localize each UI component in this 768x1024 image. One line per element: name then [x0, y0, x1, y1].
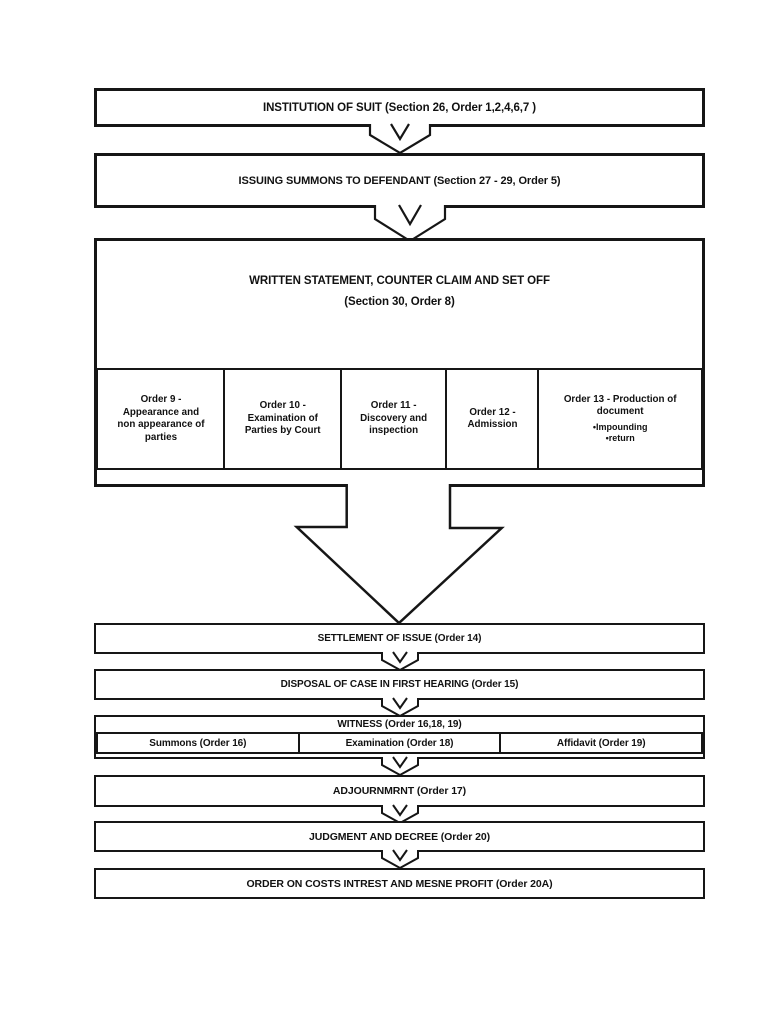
- written-statement-title: WRITTEN STATEMENT, COUNTER CLAIM AND SET…: [249, 275, 550, 287]
- return-bullet: •return: [605, 433, 635, 443]
- judgment-decree-box: JUDGMENT AND DECREE (Order 20): [94, 821, 705, 852]
- institution-of-suit-box: INSTITUTION OF SUIT (Section 26, Order 1…: [94, 88, 705, 127]
- issuing-summons-label: ISSUING SUMMONS TO DEFENDANT (Section 27…: [238, 174, 561, 187]
- witness-summons-cell: Summons (Order 16): [96, 732, 300, 754]
- down-arrow-icon: [381, 756, 419, 777]
- order-on-costs-label: ORDER ON COSTS INTREST AND MESNE PROFIT …: [246, 877, 553, 890]
- witness-header: WITNESS (Order 16,18, 19): [337, 719, 462, 730]
- down-arrow-icon: [381, 849, 419, 870]
- witness-affidavit-cell: Affidavit (Order 19): [499, 732, 704, 754]
- order-12-box: Order 12 - Admission: [445, 368, 540, 470]
- orders-row: Order 9 - Appearance and non appearance …: [96, 368, 703, 470]
- down-arrow-icon: [368, 123, 432, 155]
- order-on-costs-box: ORDER ON COSTS INTREST AND MESNE PROFIT …: [94, 868, 705, 899]
- big-down-arrow-icon: [293, 484, 505, 625]
- impounding-bullet: •Impounding: [592, 421, 648, 432]
- institution-of-suit-label: INSTITUTION OF SUIT (Section 26, Order 1…: [263, 101, 536, 114]
- issuing-summons-box: ISSUING SUMMONS TO DEFENDANT (Section 27…: [94, 153, 705, 208]
- disposal-first-hearing-label: DISPOSAL OF CASE IN FIRST HEARING (Order…: [280, 679, 519, 690]
- written-statement-subtitle: (Section 30, Order 8): [344, 296, 455, 308]
- witness-box: WITNESS (Order 16,18, 19) Summons (Order…: [94, 715, 705, 759]
- settlement-of-issue-box: SETTLEMENT OF ISSUE (Order 14): [94, 623, 705, 654]
- witness-columns-row: Summons (Order 16) Examination (Order 18…: [96, 732, 704, 754]
- order-13-box: Order 13 - Production of document •Impou…: [537, 368, 703, 470]
- judgment-decree-label: JUDGMENT AND DECREE (Order 20): [309, 830, 490, 843]
- settlement-of-issue-label: SETTLEMENT OF ISSUE (Order 14): [317, 633, 482, 644]
- witness-examination-cell: Examination (Order 18): [297, 732, 502, 754]
- order-9-box: Order 9 - Appearance and non appearance …: [96, 368, 226, 470]
- adjournment-label: ADJOURNMRNT (Order 17): [332, 785, 467, 797]
- order-11-box: Order 11 - Discovery and inspection: [339, 368, 448, 470]
- order-10-box: Order 10 - Examination of Parties by Cou…: [223, 368, 343, 470]
- adjournment-box: ADJOURNMRNT (Order 17): [94, 775, 705, 807]
- disposal-first-hearing-box: DISPOSAL OF CASE IN FIRST HEARING (Order…: [94, 669, 705, 700]
